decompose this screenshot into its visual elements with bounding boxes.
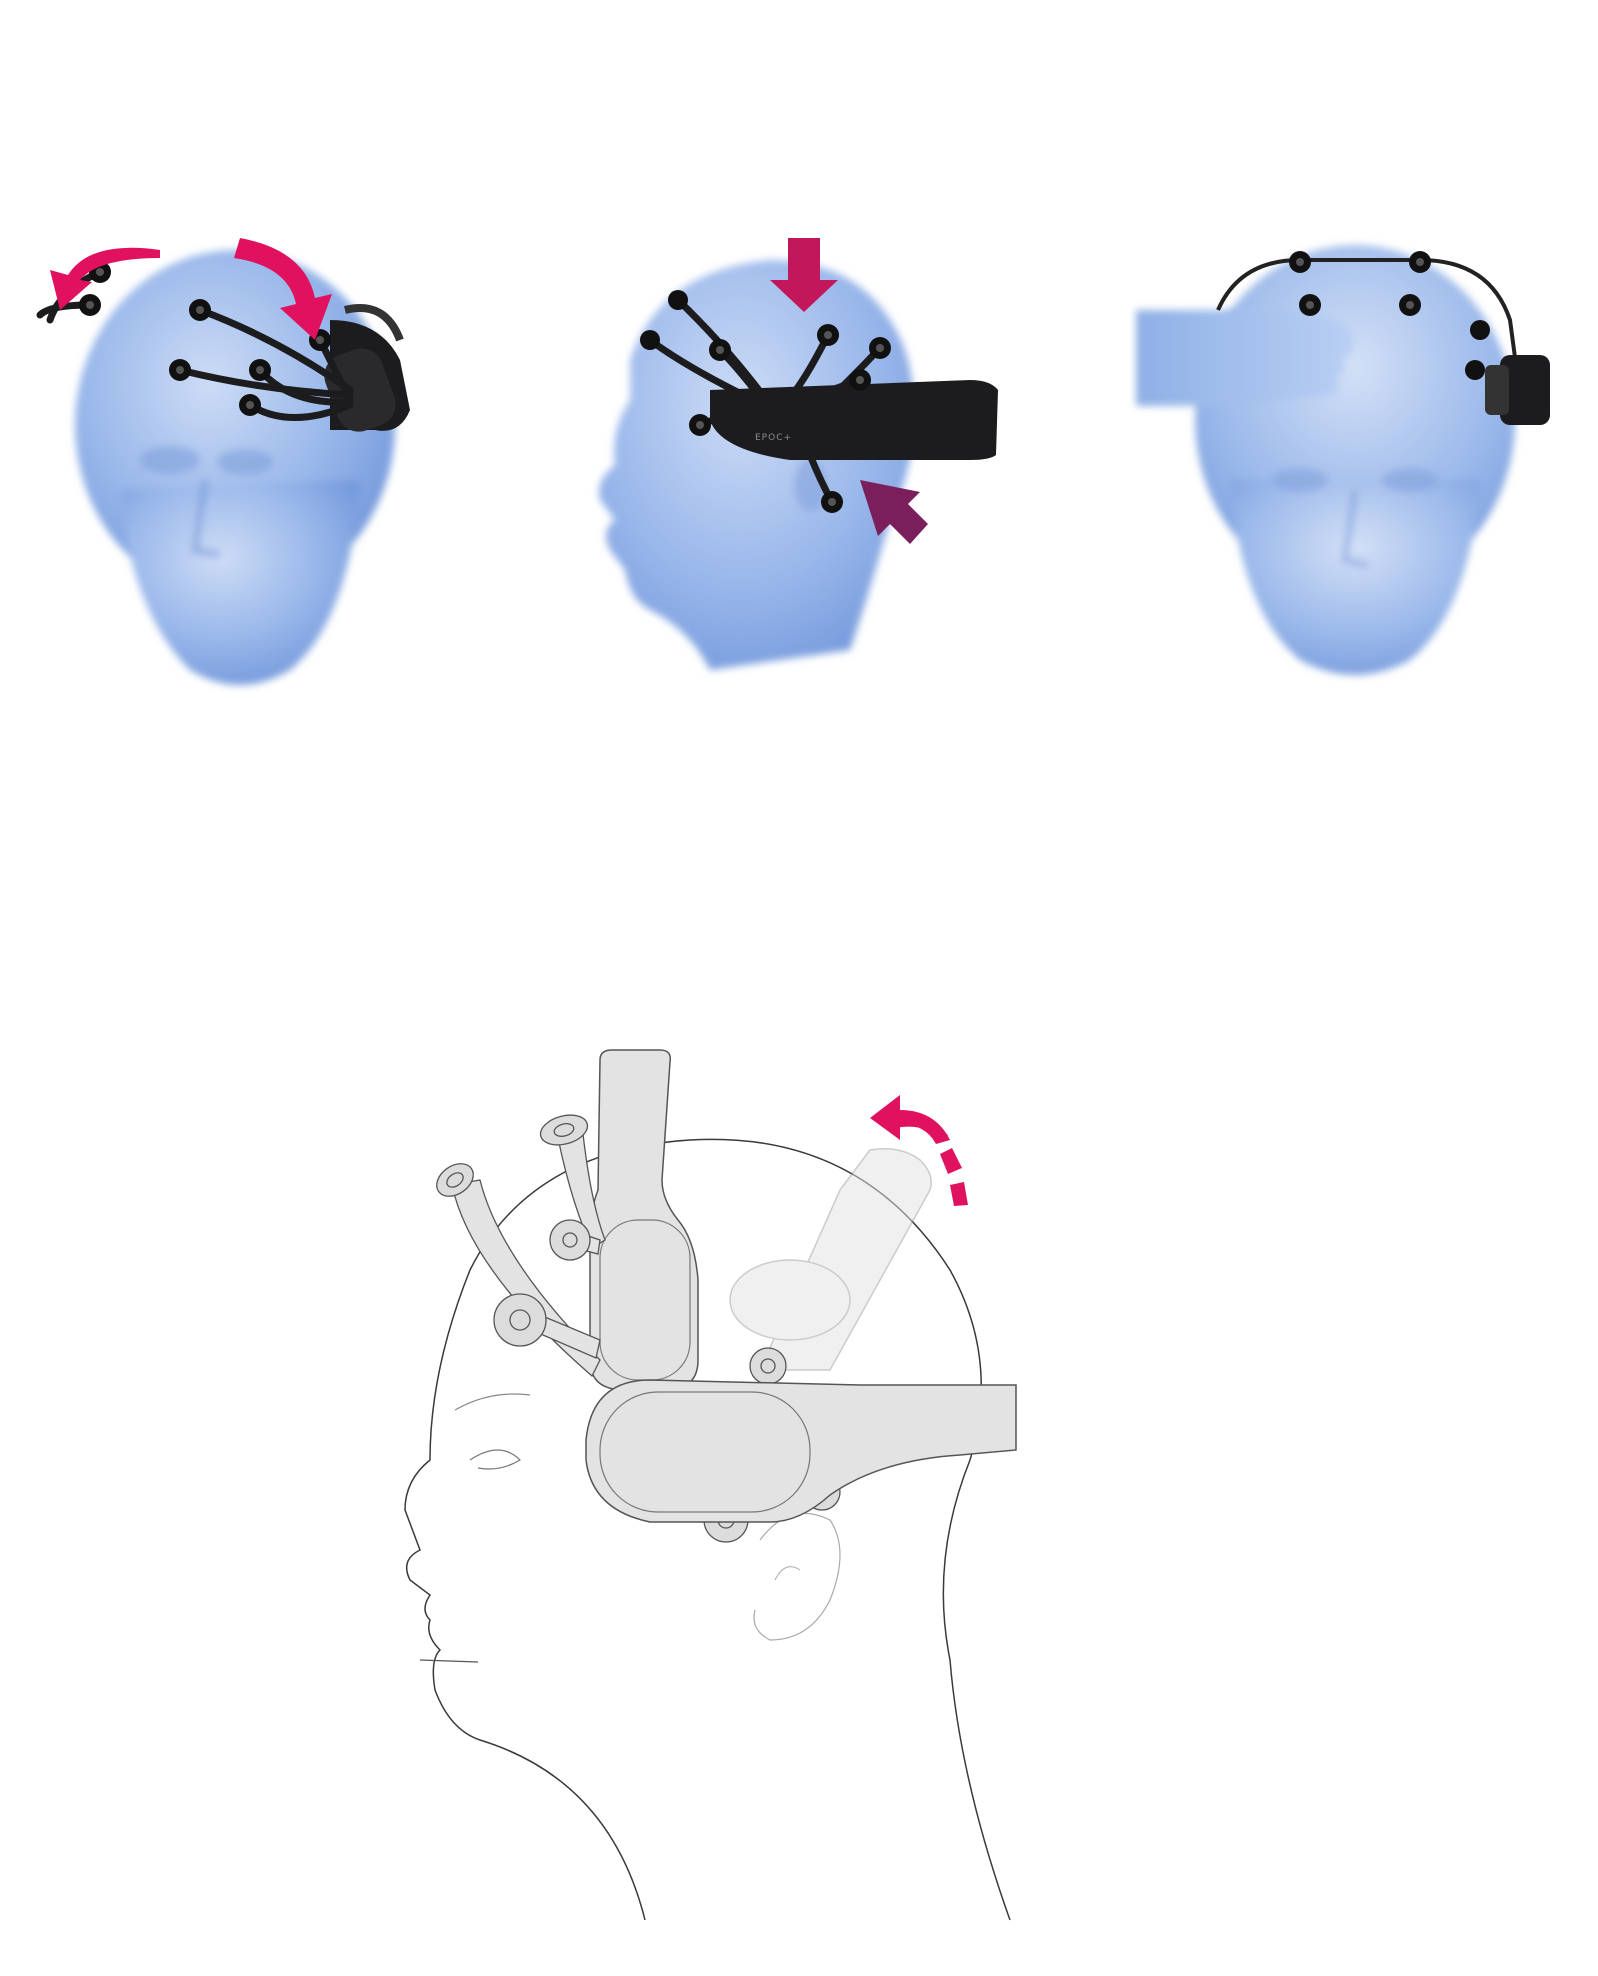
illustration-step-3 — [1130, 230, 1570, 700]
diagonal-arrow-icon — [860, 480, 928, 544]
step-3-svg — [1136, 245, 1550, 675]
hand — [1136, 310, 1354, 406]
head-profile-outline — [404, 1138, 1011, 1921]
headset-arm — [589, 1049, 699, 1391]
eyebrow-line — [454, 1393, 531, 1411]
down-arrow-icon — [770, 238, 838, 312]
headset-wordmark: EPOC+ — [755, 433, 792, 443]
mannequin-head-profile — [599, 260, 915, 670]
step-2-svg: EPOC+ — [599, 238, 998, 670]
curved-arrow-icon — [50, 247, 160, 310]
headband — [585, 1379, 1017, 1523]
eye-line — [469, 1449, 521, 1470]
arm-rotated-ghost — [729, 1148, 932, 1371]
headset-side-unit — [1485, 355, 1550, 425]
headband: EPOC+ — [710, 380, 998, 460]
curved-arrow-icon — [234, 238, 332, 340]
mannequin-head-front — [1195, 245, 1515, 675]
mouth-line — [419, 1659, 479, 1663]
ear-outline — [753, 1512, 841, 1641]
illustration-step-1 — [30, 230, 450, 710]
curved-arrow-icon — [870, 1095, 968, 1206]
step-1-svg — [36, 238, 410, 685]
sensor-arms — [451, 1124, 731, 1503]
headset-body — [324, 304, 410, 432]
illustration-step-2: EPOC+ — [570, 230, 1020, 700]
step-4-svg — [404, 1049, 1017, 1921]
mannequin-head — [75, 250, 395, 685]
illustration-step-4 — [360, 1040, 1240, 1960]
